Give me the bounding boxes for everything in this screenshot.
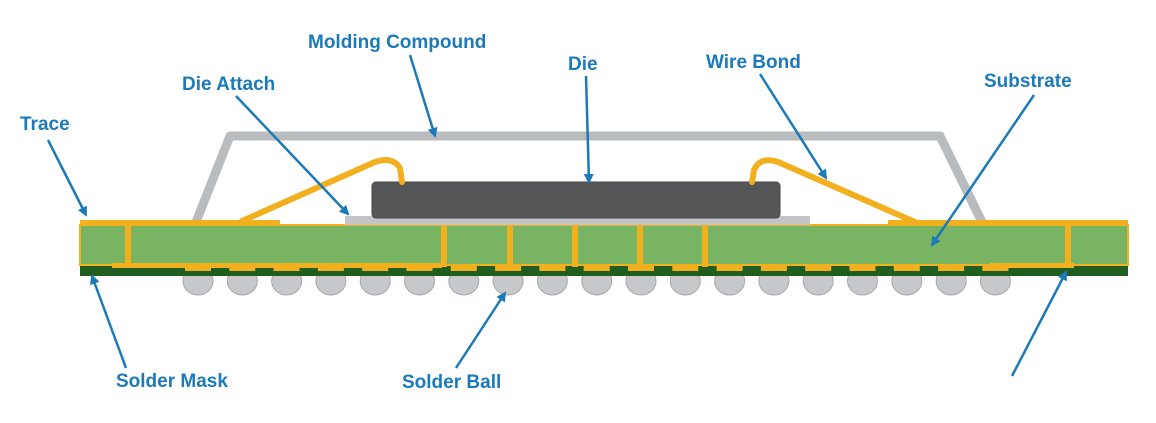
bottom-pad bbox=[805, 263, 832, 271]
bottom-pad bbox=[672, 263, 699, 271]
via bbox=[125, 225, 131, 267]
substrate-body bbox=[79, 224, 1129, 266]
bottom-pad bbox=[849, 263, 876, 271]
bottom-pad bbox=[938, 263, 965, 271]
bottom-pad bbox=[893, 263, 920, 271]
substrate-leader-arrow bbox=[930, 94, 1036, 247]
via bbox=[507, 225, 513, 267]
solder-ball-label: Solder Ball bbox=[402, 372, 501, 393]
bottom-pad bbox=[539, 263, 566, 271]
solder-ball-leader-arrow bbox=[454, 291, 507, 369]
die-attach-label: Die Attach bbox=[182, 74, 275, 95]
molding-compound-outline bbox=[191, 131, 987, 224]
wire-bond-label: Wire Bond bbox=[706, 52, 801, 73]
via bbox=[441, 225, 447, 267]
via-group bbox=[125, 225, 1071, 267]
unlabeled-leader-arrow bbox=[1010, 270, 1068, 377]
die-label: Die bbox=[568, 54, 598, 75]
trace-leader-arrow bbox=[46, 139, 88, 217]
wire-bond-leader-arrow bbox=[758, 73, 828, 180]
bottom-pad bbox=[583, 263, 610, 271]
bottom-trace-right bbox=[990, 263, 1074, 268]
trace-label: Trace bbox=[20, 114, 70, 135]
bottom-pad bbox=[450, 263, 477, 271]
solder-mask-leader-arrow bbox=[90, 274, 128, 369]
bottom-pad bbox=[716, 263, 743, 271]
via bbox=[702, 225, 708, 267]
solder-mask-label: Solder Mask bbox=[116, 371, 228, 392]
molding-compound-leader-arrow bbox=[408, 54, 438, 138]
molding-compound-label: Molding Compound bbox=[308, 32, 486, 53]
top-trace-right bbox=[888, 220, 1128, 226]
substrate-label: Substrate bbox=[984, 71, 1072, 92]
die-leader-arrow bbox=[583, 75, 594, 184]
wire-bond-right bbox=[749, 157, 918, 225]
die-body bbox=[371, 181, 781, 219]
wire-bond-left bbox=[239, 157, 405, 224]
via bbox=[1065, 225, 1071, 267]
via bbox=[637, 225, 643, 267]
die-attach-layer bbox=[345, 216, 810, 225]
bottom-trace-left bbox=[112, 263, 442, 268]
die-attach-leader-arrow bbox=[235, 95, 350, 216]
bottom-pad bbox=[760, 263, 787, 271]
via bbox=[572, 225, 578, 267]
top-trace-left bbox=[80, 220, 280, 226]
